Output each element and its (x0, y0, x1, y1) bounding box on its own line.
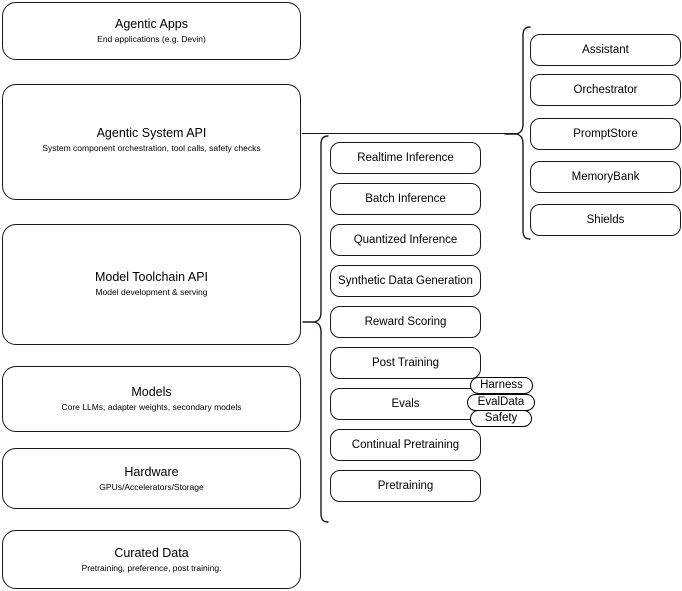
connector-system-api-to-components (302, 133, 518, 134)
system-component-memorybank[interactable]: MemoryBank (530, 161, 681, 193)
subcomponent-label: Harness (480, 379, 523, 391)
component-label: Continual Pretraining (351, 439, 460, 451)
component-label: Shields (586, 214, 625, 226)
toolchain-component-pretraining[interactable]: Pretraining (330, 470, 481, 502)
component-label: Batch Inference (365, 193, 446, 205)
stack-layer-agentic-system-api[interactable]: Agentic System API System component orch… (2, 84, 301, 200)
eval-subcomponent-evaldata[interactable]: EvalData (467, 394, 535, 411)
eval-subcomponent-safety[interactable]: Safety (470, 410, 532, 427)
layer-subtitle: Model development & serving (95, 287, 208, 297)
component-label: Quantized Inference (353, 234, 458, 246)
layer-title: Hardware (124, 464, 179, 479)
component-label: MemoryBank (571, 171, 640, 183)
system-component-assistant[interactable]: Assistant (530, 34, 681, 66)
subcomponent-label: EvalData (477, 396, 525, 408)
layer-subtitle: Core LLMs, adapter weights, secondary mo… (61, 402, 242, 412)
toolchain-component-synthetic-data-generation[interactable]: Synthetic Data Generation (330, 265, 481, 297)
toolchain-component-batch-inference[interactable]: Batch Inference (330, 183, 481, 215)
stack-layer-hardware[interactable]: Hardware GPUs/Accelerators/Storage (2, 448, 301, 509)
toolchain-component-evals[interactable]: Evals (330, 388, 481, 420)
toolchain-component-reward-scoring[interactable]: Reward Scoring (330, 306, 481, 338)
layer-title: Agentic Apps (115, 17, 188, 31)
component-label: Assistant (582, 44, 629, 56)
layer-subtitle: Pretraining, preference, post training. (81, 562, 222, 573)
layer-subtitle: GPUs/Accelerators/Storage (99, 481, 204, 492)
toolchain-component-quantized-inference[interactable]: Quantized Inference (330, 224, 481, 256)
toolchain-component-post-training[interactable]: Post Training (330, 347, 481, 379)
component-label: Pretraining (377, 480, 434, 492)
layer-title: Models (131, 385, 172, 399)
component-label: Reward Scoring (364, 316, 447, 328)
component-label: Realtime Inference (357, 152, 454, 164)
stack-layer-agentic-apps[interactable]: Agentic Apps End applications (e.g. Devi… (2, 2, 301, 60)
subcomponent-label: Safety (484, 412, 518, 424)
stack-layer-curated-data[interactable]: Curated Data Pretraining, preference, po… (2, 530, 301, 589)
system-component-promptstore[interactable]: PromptStore (530, 118, 681, 150)
brace-toolchain (302, 135, 329, 523)
system-component-shields[interactable]: Shields (530, 204, 681, 236)
stack-layer-model-toolchain-api[interactable]: Model Toolchain API Model development & … (2, 224, 301, 345)
component-label: PromptStore (573, 128, 638, 140)
layer-title: Agentic System API (96, 126, 207, 140)
component-label: Post Training (371, 357, 440, 369)
component-label: Orchestrator (573, 84, 638, 96)
brace-system-components (504, 26, 531, 240)
toolchain-component-realtime-inference[interactable]: Realtime Inference (330, 142, 481, 174)
layer-subtitle: System component orchestration, tool cal… (42, 143, 261, 153)
toolchain-component-continual-pretraining[interactable]: Continual Pretraining (330, 429, 481, 461)
system-component-orchestrator[interactable]: Orchestrator (530, 74, 681, 106)
component-label: Synthetic Data Generation (338, 275, 473, 287)
stack-layer-models[interactable]: Models Core LLMs, adapter weights, secon… (2, 366, 301, 432)
layer-title: Model Toolchain API (94, 270, 209, 284)
eval-subcomponent-harness[interactable]: Harness (470, 377, 533, 394)
layer-title: Curated Data (114, 545, 189, 560)
component-label: Evals (391, 398, 420, 410)
layer-subtitle: End applications (e.g. Devin) (97, 34, 206, 44)
